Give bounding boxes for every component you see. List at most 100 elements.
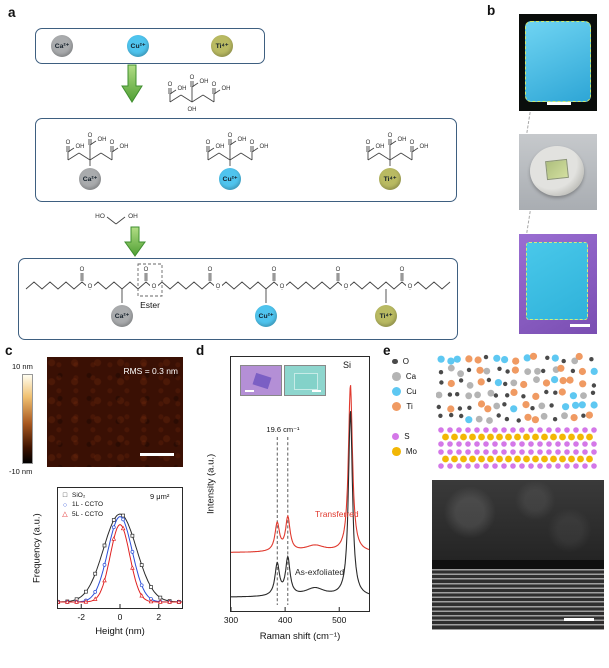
histogram-legend: □ SiO₂ ○ 1L - CCTO △ 5L - CCTO (61, 491, 103, 519)
inset-scale-bar-2 (312, 390, 321, 392)
ester-label: Ester (140, 300, 160, 310)
svg-text:O: O (80, 267, 85, 273)
tem-scale-bar (564, 617, 594, 621)
inset-asexfoliated-optical (240, 365, 282, 396)
x-tick-label: 400 (278, 615, 293, 625)
film-outline (525, 21, 591, 102)
inset-transferred-optical (284, 365, 326, 396)
legend-row-1l: ○ 1L - CCTO (61, 500, 103, 509)
ion-cu-badge-citrate: Cu²⁺ (219, 168, 241, 190)
svg-text:O: O (344, 284, 349, 290)
inset-scale-bar-1 (245, 390, 254, 392)
svg-text:O: O (144, 267, 149, 273)
tem-image (432, 480, 604, 630)
svg-text:O: O (400, 267, 405, 273)
x-tick-label: 2 (156, 612, 162, 622)
sample-chip (545, 158, 569, 181)
svg-text:O: O (228, 133, 233, 139)
histogram-plot: □ SiO₂ ○ 1L - CCTO △ 5L - CCTO 9 μm² (55, 487, 183, 609)
tem-amorphous-region (432, 480, 604, 561)
raman-plot: Si 19.6 cm⁻¹ Transferred As-exfoliated (230, 356, 370, 612)
svg-text:OH: OH (222, 86, 231, 92)
circle-marker-icon: ○ (62, 501, 68, 509)
metal-citrate-box (35, 118, 457, 202)
square-marker-icon: □ (62, 492, 68, 500)
reaction-arrow-1-icon (121, 64, 143, 103)
panel-label-d: d (196, 343, 205, 358)
svg-text:O: O (272, 267, 277, 273)
svg-text:O: O (208, 267, 213, 273)
flake-outline (294, 373, 318, 390)
asexfoliated-curve-label: As-exfoliated (295, 567, 345, 577)
legend-row-o: O (392, 357, 409, 366)
svg-text:OH: OH (200, 79, 209, 85)
histogram-curves (55, 513, 182, 608)
svg-text:O: O (152, 284, 157, 290)
legend-row-sio2: □ SiO₂ (61, 491, 103, 500)
raman-curves (230, 385, 370, 611)
ion-ti-badge-polymer: Ti⁴⁺ (375, 305, 397, 327)
photo-transferred-film (519, 234, 597, 334)
photo-scale-bar-2 (570, 324, 590, 327)
ion-ca-badge-citrate: Ca²⁺ (79, 168, 101, 190)
reaction-arrow-2-icon (124, 226, 146, 257)
o-atom-label: O (402, 357, 409, 366)
precursor-ions-box (35, 28, 265, 64)
svg-text:OH: OH (98, 137, 107, 143)
flake-shape (252, 372, 272, 390)
svg-text:HO: HO (95, 213, 105, 220)
svg-text:O: O (216, 284, 221, 290)
triangle-marker-icon: △ (62, 511, 68, 519)
photo-growth-dish (519, 134, 597, 210)
photo-connector-line-2 (526, 211, 531, 233)
svg-text:OH: OH (188, 107, 197, 113)
svg-text:O: O (88, 133, 93, 139)
legend-row-cu: Cu (392, 387, 417, 397)
svg-text:O: O (110, 140, 115, 146)
cu-atom-icon (392, 387, 402, 397)
histogram-y-label: Frequency (a.u.) (31, 513, 43, 583)
afm-color-scale (22, 374, 33, 464)
svg-text:O: O (408, 284, 413, 290)
svg-text:OH: OH (128, 213, 138, 220)
x-tick-label: -2 (77, 612, 86, 622)
photo-scale-bar (547, 102, 571, 105)
si-peak-label: Si (343, 360, 352, 370)
afm-image: RMS = 0.3 nm (47, 357, 183, 467)
svg-text:O: O (280, 284, 285, 290)
s-atom-icon (392, 432, 400, 441)
svg-text:OH: OH (178, 86, 187, 92)
svg-text:O: O (168, 82, 173, 88)
svg-text:O: O (88, 284, 93, 290)
svg-text:O: O (206, 140, 211, 146)
polyester-box (18, 258, 458, 340)
panel-label-e: e (383, 343, 391, 358)
legend-label-1l: 1L - CCTO (72, 501, 104, 509)
mo-atom-icon (392, 447, 401, 456)
s-atom-label: S (404, 432, 410, 441)
ethylene-glycol-structure: HO OH (95, 213, 138, 225)
histogram-x-label: Height (nm) (95, 626, 145, 637)
film-outline-transferred (526, 242, 588, 320)
ion-ti-badge-citrate: Ti⁴⁺ (379, 168, 401, 190)
o-atom-icon (392, 358, 398, 365)
svg-text:OH: OH (238, 137, 247, 143)
histogram-area-annotation: 9 μm² (150, 492, 170, 501)
ion-ca-badge: Ca²⁺ (51, 35, 73, 57)
svg-text:OH: OH (376, 144, 385, 150)
ion-cu-badge-polymer: Cu²⁺ (255, 305, 277, 327)
panel-label-c: c (5, 343, 13, 358)
raman-y-label: Intensity (a.u.) (205, 453, 217, 515)
legend-row-mo: Mo (392, 447, 417, 456)
svg-text:OH: OH (120, 144, 129, 150)
ccto-lattice (436, 352, 598, 424)
legend-label-sio2: SiO₂ (72, 492, 86, 499)
ion-cu-badge: Cu²⁺ (127, 35, 149, 57)
ca-atom-label: Ca (405, 372, 417, 381)
afm-scale-max-label: 10 nm (12, 362, 33, 371)
